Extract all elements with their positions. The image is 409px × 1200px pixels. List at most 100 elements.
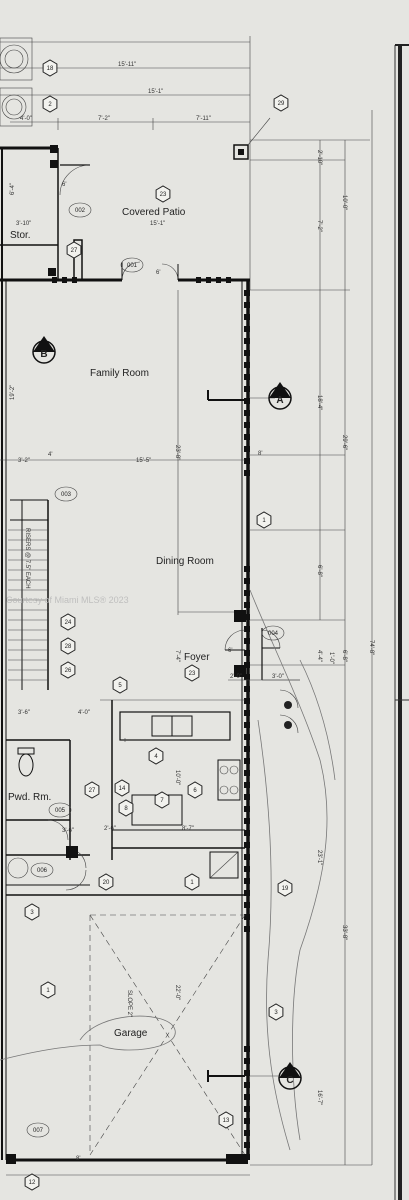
svg-text:002: 002 [75,208,86,214]
hex-tag-label: 20 [103,880,110,886]
dimension-label: 6' [156,270,160,276]
room-label-covered-patio: Covered Patio [122,207,186,218]
hex-tag: 26 [60,661,76,679]
hex-tag: 7 [154,791,170,809]
dimension-label: 15'-1" [150,221,165,227]
section-marker-a: A [268,382,292,410]
hex-tag-label: 8 [124,806,128,812]
hex-tag: 27 [66,241,82,259]
kitchen [100,699,245,860]
hex-tag-label: 23 [189,671,196,677]
dimension-label: 8' [258,451,262,457]
section-marker-c: C [278,1062,302,1090]
hex-tag: 1 [184,873,200,891]
door-tag: 003 [54,486,78,502]
door-tag: 005 [48,802,72,818]
door-tag: 004 [261,625,285,641]
storage-door [59,164,91,196]
dimension-label: 4'-0" [78,710,90,716]
dimension-label: 3'-0" [272,674,284,680]
hex-tag: 2 [42,95,58,113]
dimension-label: 8' [76,1156,80,1162]
svg-text:003: 003 [61,492,72,498]
hex-tag-label: 5 [118,683,122,689]
hex-tag-label: 14 [119,786,126,792]
dimension-label: 10'-0" [341,195,347,210]
hex-tag: 27 [84,781,100,799]
dimension-label: 6'-4" [10,183,16,195]
ac-units [0,37,33,127]
hex-tag-label: 1 [190,880,194,886]
garage-area [6,894,372,1176]
dimension-label: 10'-0" [174,770,180,785]
hex-tag: 19 [277,879,293,897]
dimension-label: 3'-2" [18,458,30,464]
dimension-label: 23'-8" [174,445,180,460]
hex-tag-label: 26 [65,668,72,674]
dimension-label: 7'-4" [174,650,180,662]
dimension-label: 2'-10" [316,150,322,165]
hex-tag-label: 28 [65,644,72,650]
hex-tag-label: 12 [29,1180,36,1186]
hex-tag: 23 [155,185,171,203]
svg-text:005: 005 [55,808,66,814]
hex-tag-label: 2 [48,102,52,108]
dimension-label: 6' [228,648,232,654]
hex-tag: 14 [114,779,130,797]
hex-tag: 20 [98,873,114,891]
dimension-label: 1'-0" [328,652,334,664]
room-label-dining-room: Dining Room [156,556,214,567]
mls-watermark: Courtesy of Miami MLS® 2023 [6,595,129,605]
door-tag: 002 [68,202,92,218]
foyer-doors [224,610,300,734]
pencil-markings [0,589,336,1151]
dimension-label: 74'-8" [368,640,374,655]
hex-tag: 28 [60,637,76,655]
dimension-label: 4'-4" [316,650,322,662]
hex-tag-label: 7 [160,798,164,804]
dimension-label: 6' [62,182,66,188]
risers-note: RISERS @ 7.5" EACH [24,528,30,589]
hex-tag-label: 6 [193,788,197,794]
section-marker-c-label: C [286,1075,293,1086]
dimension-labels: 15'-11" 15'-1" 4'-0" 7'-2" 7'-11" 15'-1"… [10,62,374,1162]
dimension-label: 3'-6" [18,710,30,716]
hex-tag-label: 13 [223,1118,230,1124]
dimension-label: 7'-11" [196,116,211,122]
dimension-label: 7'-2" [98,116,110,122]
svg-text:007: 007 [33,1128,44,1134]
door-tag: 007 [26,1122,50,1138]
dimension-label: 22'-0" [174,985,180,1000]
dimension-label: 4'-0" [20,116,32,122]
interior-guides [0,290,345,666]
hex-tag: 6 [187,781,203,799]
hex-tag-label: 3 [274,1010,278,1016]
section-marker-b: B [32,336,56,364]
dimension-label: 19'-2" [10,385,16,400]
dimension-label: 33'-8" [341,925,347,940]
hex-tag: 4 [148,747,164,765]
svg-text:001: 001 [127,263,138,269]
dimension-label: 6'-8" [316,565,322,577]
left-exterior-wall [1,148,7,1160]
dimension-label: 3'-10" [16,221,31,227]
hex-tag-label: 4 [154,754,158,760]
room-labels: Covered Patio Stor. Family Room Dining R… [8,207,214,1039]
hex-tag: 29 [273,94,289,112]
dimension-label: 8'-7" [182,826,194,832]
hex-tag: 3 [24,903,40,921]
room-label-family-room: Family Room [90,368,149,379]
svg-text:006: 006 [37,868,48,874]
hex-tag: 1 [256,511,272,529]
hex-tag: 13 [218,1111,234,1129]
room-label-storage: Stor. [10,230,31,241]
section-marker-a-label: A [276,395,283,406]
dimension-label: 15'-5" [136,458,151,464]
hex-tag-label: 1 [262,518,266,524]
hex-tag: 3 [268,1003,284,1021]
hex-tag-label: 27 [89,788,96,794]
staircase [8,499,49,690]
